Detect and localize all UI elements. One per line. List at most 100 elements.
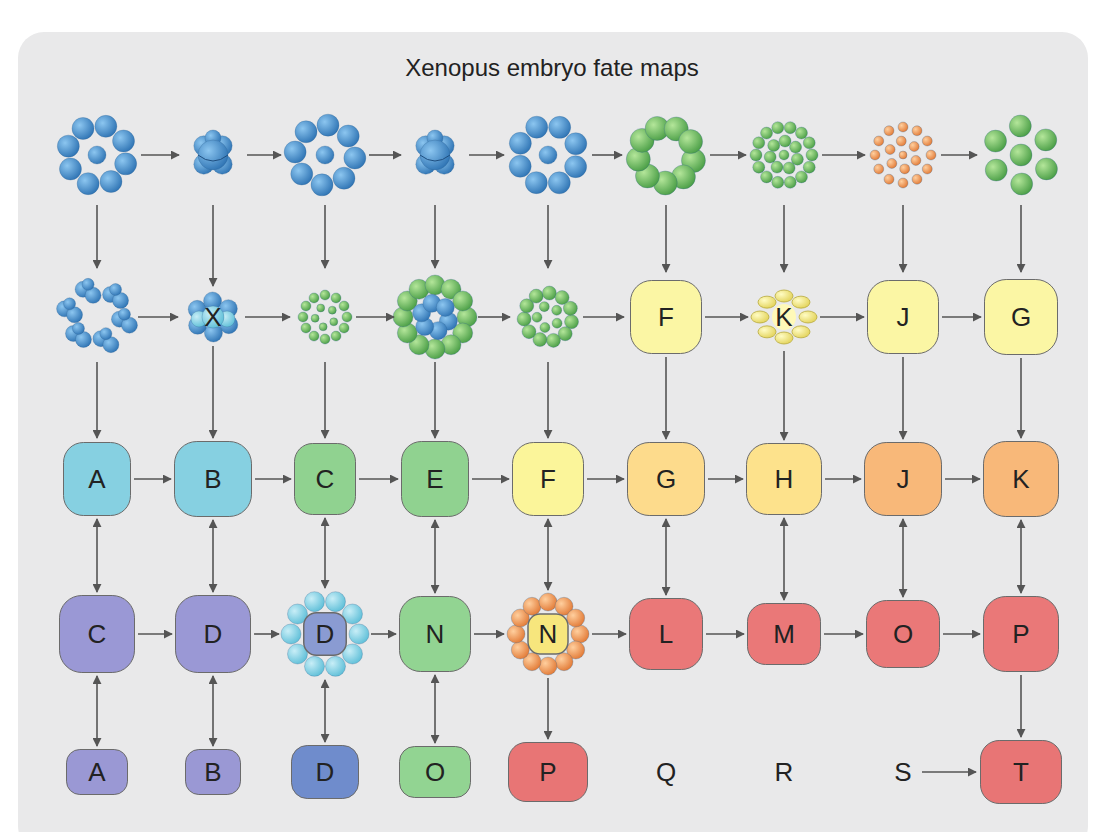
fate-box: M [747, 603, 821, 665]
flow-arrow [592, 154, 622, 156]
cell-cluster [509, 116, 587, 194]
cell [540, 323, 550, 333]
cell [567, 609, 585, 627]
cell [295, 121, 317, 143]
cell [571, 625, 589, 643]
ringed-fate-box: N [507, 593, 589, 675]
cell [331, 331, 341, 341]
cell-cluster [298, 290, 352, 344]
node-label: E [426, 465, 443, 494]
cell [509, 132, 531, 154]
cell [542, 286, 556, 300]
cell [870, 150, 880, 160]
cell [679, 130, 703, 154]
cell [764, 151, 776, 163]
node-label: N [539, 620, 558, 649]
cell [565, 133, 587, 155]
fate-box: G [627, 442, 705, 516]
cell [100, 328, 112, 340]
cell [339, 323, 349, 333]
flow-arrow [941, 154, 977, 156]
cell [72, 322, 84, 334]
cell [555, 653, 573, 671]
cell [291, 163, 313, 185]
cell [750, 149, 762, 161]
stage-label: R [775, 757, 794, 788]
cell [985, 159, 1007, 181]
diagram-title: Xenopus embryo fate maps [405, 54, 699, 82]
flow-arrow [822, 154, 865, 156]
fate-arrow [212, 676, 214, 746]
fate-arrow [324, 680, 326, 742]
cell-cluster [870, 122, 936, 188]
node-label: B [204, 465, 221, 494]
cell [1011, 173, 1033, 195]
cell [926, 150, 936, 160]
fate-arrow [1020, 520, 1022, 593]
fate-arrow [783, 351, 785, 440]
fate-arrow [254, 633, 279, 635]
cell [772, 122, 784, 134]
fate-arrow [212, 520, 214, 592]
cell [911, 155, 921, 165]
fate-box: F [630, 280, 702, 354]
fate-arrow [212, 346, 214, 438]
cell [803, 161, 815, 173]
cell-cluster [413, 294, 458, 339]
cell [565, 156, 587, 178]
fate-box: T [980, 740, 1062, 804]
cell [77, 173, 99, 195]
cell [549, 116, 571, 138]
fate-box: D [291, 745, 359, 799]
fate-arrow [943, 633, 980, 635]
fate-arrow [705, 316, 748, 318]
fate-arrow [825, 478, 861, 480]
cell [344, 147, 366, 169]
node-label: X [204, 303, 221, 332]
fate-arrow [474, 633, 504, 635]
cell-cluster [985, 115, 1058, 195]
fate-arrow [706, 633, 744, 635]
cell [115, 153, 137, 175]
cell [522, 325, 536, 339]
cell [509, 155, 531, 177]
node-label: L [659, 620, 673, 649]
cell [301, 323, 311, 333]
node-label: M [773, 620, 795, 649]
node-label: T [1013, 758, 1029, 787]
fate-box: J [864, 442, 942, 516]
flow-arrow [247, 154, 281, 156]
cell [898, 122, 908, 132]
fate-arrow [587, 478, 624, 480]
cell-cluster [194, 130, 232, 174]
fate-arrow [324, 518, 326, 588]
flow-arrow [434, 362, 436, 438]
cell [511, 641, 529, 659]
cell [320, 334, 330, 344]
cell-cluster [311, 304, 338, 331]
fate-box: H [746, 443, 822, 515]
fate-arrow [255, 478, 291, 480]
flow-arrow [138, 316, 178, 318]
fate-box: A [63, 442, 131, 516]
cell [328, 306, 336, 314]
node-label: P [1012, 620, 1029, 649]
cell [304, 592, 324, 612]
cell [795, 127, 807, 139]
cell [548, 172, 570, 194]
cell [912, 174, 922, 184]
cell [304, 656, 324, 676]
cell [64, 298, 76, 310]
cell [909, 142, 919, 152]
cell [539, 146, 557, 164]
cell [761, 171, 773, 183]
cell [198, 140, 228, 170]
fate-arrow [96, 519, 98, 592]
node-label: J [897, 303, 910, 332]
flow-arrow [665, 205, 667, 272]
cell [337, 125, 359, 147]
fate-box: B [185, 749, 241, 795]
cell-cluster [626, 116, 705, 195]
cell [922, 136, 932, 146]
node-label: F [658, 303, 674, 332]
